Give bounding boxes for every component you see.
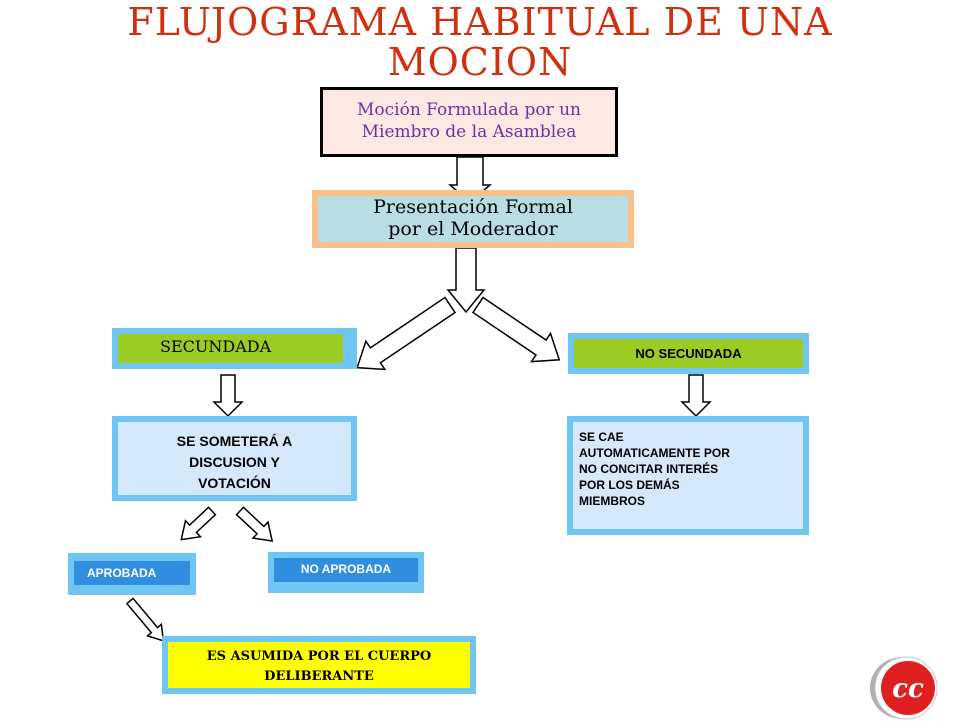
node-no-aprobada: NO APROBADA — [268, 552, 424, 593]
node-mocion-line-2: Miembro de la Asamblea — [361, 122, 577, 142]
page-title: FLUJOGRAMA HABITUAL DE UNA MOCION — [0, 2, 960, 82]
node-no-secundada-label: NO SECUNDADA — [574, 339, 803, 368]
cc-logo-text: cc — [892, 674, 924, 704]
node-cae-line-3: NO CONCITAR INTERÉS — [579, 462, 719, 476]
node-cae: SE CAE AUTOMATICAMENTE POR NO CONCITAR I… — [567, 416, 809, 535]
arrow-to-secundada — [356, 296, 457, 371]
title-line-1: FLUJOGRAMA HABITUAL DE UNA — [127, 0, 833, 44]
node-mocion-line-1: Moción Formulada por un — [356, 100, 582, 120]
node-someter-line-1: SE SOMETERÁ A — [176, 433, 293, 449]
node-asumida-line-1: ES ASUMIDA POR EL CUERPO — [206, 649, 432, 664]
node-presentacion-line-2: por el Moderador — [388, 218, 558, 240]
node-someter-line-2: DISCUSION Y — [189, 454, 280, 470]
node-aprobada: APROBADA — [68, 553, 196, 595]
arrow-nosecundada-cae — [680, 374, 712, 418]
node-cae-line-5: MIEMBROS — [579, 494, 645, 508]
node-cae-line-1: SE CAE — [579, 430, 624, 444]
node-secundada: SECUNDADA — [112, 328, 357, 369]
arrow-presentacion-down — [446, 247, 486, 314]
node-presentacion-line-1: Presentación Formal — [373, 196, 573, 218]
node-cae-line-4: POR LOS DEMÁS — [579, 478, 680, 492]
node-no-secundada: NO SECUNDADA — [568, 333, 809, 374]
node-someter-line-3: VOTACIÓN — [198, 475, 271, 491]
title-line-2: MOCION — [387, 40, 573, 84]
node-someter: SE SOMETERÁ A DISCUSION Y VOTACIÓN — [112, 416, 357, 501]
node-secundada-label: SECUNDADA — [118, 334, 343, 363]
arrow-secundada-someter — [212, 374, 244, 418]
node-asumida-line-2: DELIBERANTE — [264, 669, 374, 684]
arrow-someter-aprobada — [180, 506, 217, 541]
cc-logo: cc — [870, 656, 938, 720]
node-aprobada-label: APROBADA — [74, 561, 190, 585]
node-asumida: ES ASUMIDA POR EL CUERPO DELIBERANTE — [162, 636, 476, 694]
node-mocion: Moción Formulada por un Miembro de la As… — [320, 87, 618, 157]
node-no-aprobada-label: NO APROBADA — [274, 558, 418, 582]
arrow-someter-noaprobada — [235, 506, 274, 542]
arrow-to-no-secundada — [471, 296, 561, 363]
node-presentacion: Presentación Formal por el Moderador — [312, 190, 634, 248]
node-cae-line-2: AUTOMATICAMENTE POR — [579, 446, 730, 460]
